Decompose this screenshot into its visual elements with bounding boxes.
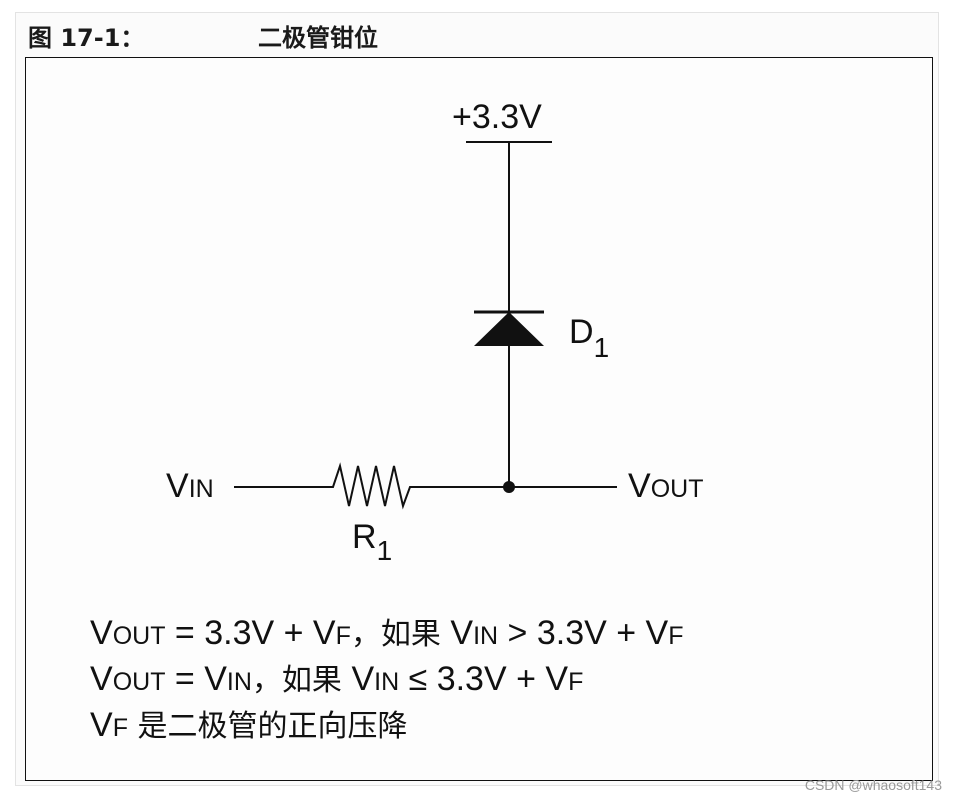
- equation-line-3: VF 是二极管的正向压降: [90, 702, 684, 748]
- eq2-lhs-v: V: [90, 660, 113, 698]
- eq1-cond-rest: > 3.3V + V: [498, 614, 669, 652]
- output-label: VOUT: [628, 467, 703, 505]
- input-label: VIN: [166, 467, 214, 505]
- resistor-label: R1: [352, 518, 392, 566]
- eq2-rhs: = V: [165, 660, 227, 698]
- eq2-cond-v: V: [351, 660, 375, 698]
- eq2-cond-rest: ≤ 3.3V + V: [399, 660, 569, 698]
- figure-title: 二极管钳位: [258, 24, 378, 52]
- resistor-symbol: [322, 462, 430, 510]
- eq1-lhs-sub: OUT: [112, 622, 166, 650]
- diagram-panel: [25, 57, 933, 781]
- eq2-lhs-sub: OUT: [112, 668, 166, 696]
- watermark: CSDN @whaosoft143: [804, 777, 942, 793]
- junction-dot: [503, 481, 515, 493]
- figure-number: 图 17-1：: [28, 24, 145, 52]
- eq2-cond-sub: IN: [374, 668, 400, 696]
- eq3-lhs-sub: F: [112, 714, 128, 742]
- equation-line-2: VOUT = VIN，如果 VIN ≤ 3.3V + VF: [90, 656, 684, 702]
- eq2-rhs-sub: IN: [226, 668, 252, 696]
- eq1-cond-sub-2: F: [668, 622, 684, 650]
- eq1-lhs-v: V: [90, 614, 113, 652]
- eq2-condition-word: ，如果: [251, 663, 352, 698]
- eq1-rhs: = 3.3V + V: [165, 614, 336, 652]
- eq1-cond-sub: IN: [473, 622, 499, 650]
- eq3-lhs-v: V: [90, 706, 113, 744]
- equations-block: VOUT = 3.3V + VF，如果 VIN > 3.3V + VF VOUT…: [90, 610, 684, 748]
- eq1-rhs-sub: F: [335, 622, 351, 650]
- equation-line-1: VOUT = 3.3V + VF，如果 VIN > 3.3V + VF: [90, 610, 684, 656]
- diode-symbol: [474, 312, 544, 346]
- eq2-cond-sub-2: F: [568, 668, 584, 696]
- supply-label: +3.3V: [452, 98, 542, 136]
- diode-label: D1: [569, 313, 609, 363]
- eq3-description: 是二极管的正向压降: [127, 709, 408, 744]
- eq1-condition-word: ，如果: [350, 617, 451, 652]
- eq1-cond-v: V: [450, 614, 474, 652]
